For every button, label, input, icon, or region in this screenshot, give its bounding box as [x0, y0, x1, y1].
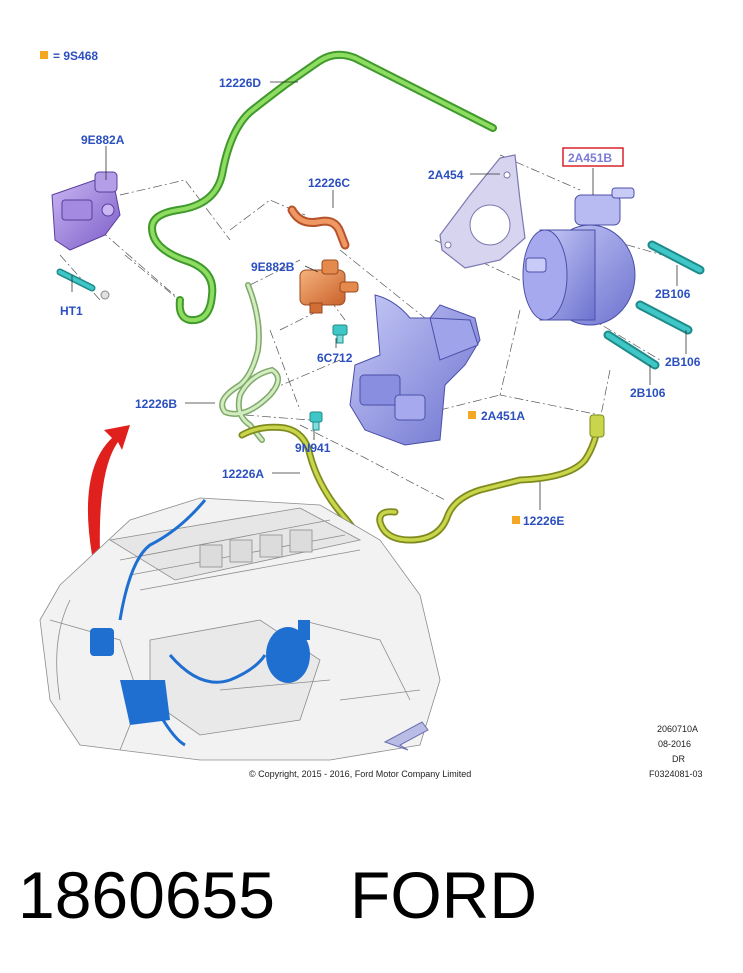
label-2B106-bottom: 2B106 — [630, 386, 666, 400]
label-2A451B: 2A451B — [568, 151, 612, 165]
footer-brand: FORD — [350, 858, 537, 932]
bolt-2B106-bottom — [603, 330, 660, 370]
vacuum-pump-2A451A — [349, 294, 481, 446]
label-HT1: HT1 — [60, 304, 83, 318]
label-12226C: 12226C — [308, 176, 350, 190]
label-9E882B: 9E882B — [251, 260, 295, 274]
copyright-notice: © Copyright, 2015 - 2016, Ford Motor Com… — [249, 769, 471, 779]
bolt-6C712 — [332, 324, 348, 344]
red-curved-arrow-icon — [87, 425, 130, 555]
bolt-2B106-top — [647, 240, 705, 275]
marker-9S468-2A451A — [468, 411, 476, 419]
footer: 1860655 FORD — [0, 840, 743, 950]
label-2A451A: 2A451A — [481, 409, 525, 423]
bolt-2B106-middle — [635, 300, 693, 335]
vacuum-pump-2A451B — [522, 187, 636, 326]
engine-highlighted-parts — [90, 499, 310, 747]
label-9E882A: 9E882A — [81, 133, 125, 147]
legend-text: = 9S468 — [53, 49, 98, 63]
figure-number: F0324081-03 — [649, 769, 703, 779]
figure-code: 2060710A — [657, 724, 698, 734]
leader-lines — [71, 81, 687, 510]
label-6C712: 6C712 — [317, 351, 353, 365]
label-12226E: 12226E — [523, 514, 564, 528]
figure-date: 08-2016 — [658, 739, 691, 749]
label-2B106-middle: 2B106 — [665, 355, 701, 369]
view-direction-arrow-icon — [383, 721, 429, 751]
label-12226A: 12226A — [222, 467, 264, 481]
bolt-9N941 — [309, 411, 323, 431]
bolt-HT1 — [56, 268, 110, 300]
construction-lines — [59, 154, 681, 501]
exploded-parts-diagram: = 9S468 — [39, 49, 705, 779]
marker-9S468-12226E — [512, 516, 520, 524]
legend-swatch — [40, 51, 48, 59]
footer-part-number: 1860655 — [18, 858, 275, 932]
highlight-box-2A451B — [562, 147, 624, 167]
gasket-2A454 — [439, 154, 526, 269]
label-2B106-top: 2B106 — [655, 287, 691, 301]
label-9N941: 9N941 — [295, 441, 331, 455]
figure-initials: DR — [672, 754, 685, 764]
label-2A454: 2A454 — [428, 168, 464, 182]
actuator-9E882A — [51, 171, 121, 251]
label-12226B: 12226B — [135, 397, 177, 411]
label-12226D: 12226D — [219, 76, 261, 90]
solenoid-9E882B — [299, 259, 359, 314]
